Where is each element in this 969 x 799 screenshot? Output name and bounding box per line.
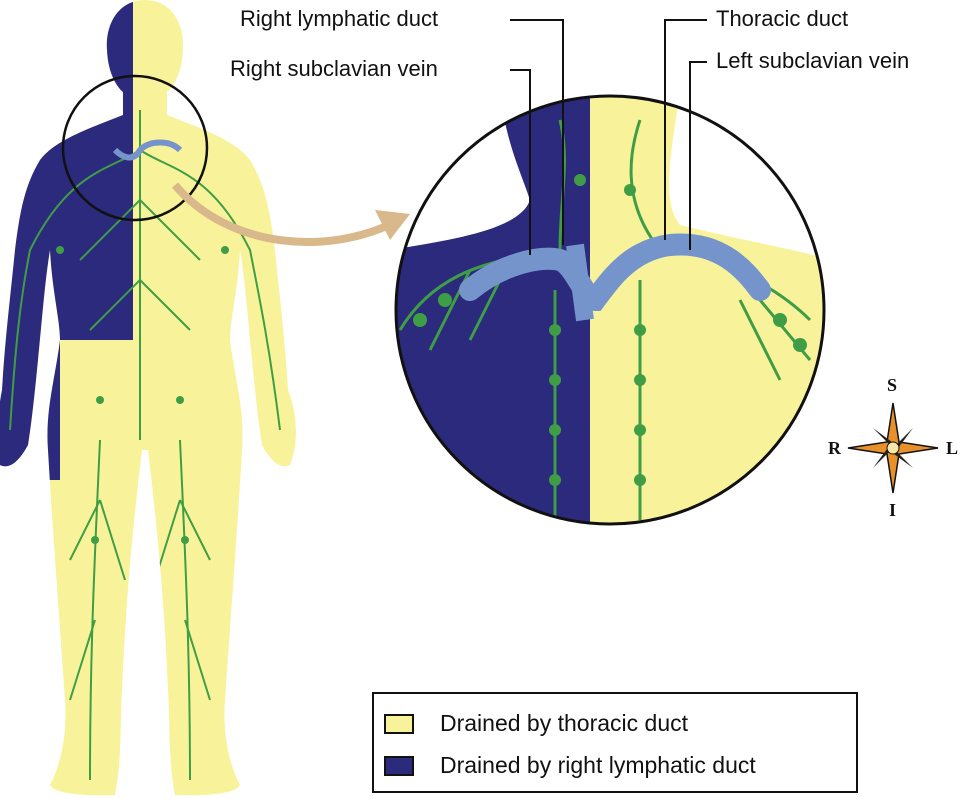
label-right-subclavian-vein: Right subclavian vein — [230, 56, 438, 81]
legend-label: Drained by right lymphatic duct — [440, 752, 756, 778]
label-thoracic-duct: Thoracic duct — [716, 6, 849, 31]
compass-superior: S — [887, 375, 898, 395]
compass-rose-icon — [847, 402, 939, 494]
magnified-view — [396, 96, 824, 524]
legend-swatch-yellow — [384, 713, 414, 734]
leader-lines — [510, 19, 707, 255]
legend: Drained by thoracic duct Drained by righ… — [372, 692, 858, 793]
legend-item-thoracic: Drained by thoracic duct — [384, 710, 688, 737]
magnify-region-circle — [61, 74, 209, 222]
lymph-vessels — [9, 110, 281, 781]
compass-right: R — [828, 438, 841, 458]
body-figure — [0, 0, 296, 796]
legend-swatch-navy — [384, 755, 414, 776]
legend-item-right-lymphatic: Drained by right lymphatic duct — [384, 752, 756, 779]
compass-left: L — [946, 438, 959, 458]
label-left-subclavian-vein: Left subclavian vein — [716, 48, 910, 73]
label-right-lymphatic-duct: Right lymphatic duct — [240, 6, 439, 31]
compass-inferior: I — [889, 500, 897, 520]
zoom-arrow — [171, 182, 397, 246]
legend-label: Drained by thoracic duct — [440, 710, 689, 736]
